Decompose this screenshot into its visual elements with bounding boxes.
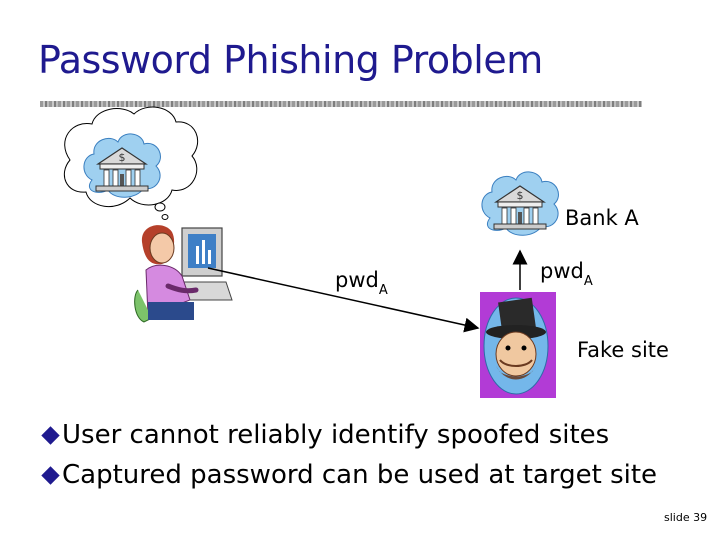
thought-bubble-icon xyxy=(64,106,198,220)
fake-site-label: Fake site xyxy=(577,338,669,362)
slide-number: slide 39 xyxy=(664,511,708,524)
capture-arrow xyxy=(207,267,480,333)
user-at-computer-icon xyxy=(134,225,233,323)
pwd-label-left: pwdA xyxy=(335,268,388,298)
diamond-bullet-icon xyxy=(41,466,60,485)
bank-label: Bank A xyxy=(565,206,639,230)
bullet-list: User cannot reliably identify spoofed si… xyxy=(41,420,657,500)
pwd-label-right: pwdA xyxy=(540,259,593,289)
phisher-icon xyxy=(480,292,556,398)
title-divider xyxy=(40,101,642,107)
bullet-item: Captured password can be used at target … xyxy=(41,460,657,500)
bank-icon xyxy=(481,171,560,236)
diamond-bullet-icon xyxy=(41,426,60,445)
slide-title: Password Phishing Problem xyxy=(38,38,543,82)
bullet-item: User cannot reliably identify spoofed si… xyxy=(41,420,657,460)
